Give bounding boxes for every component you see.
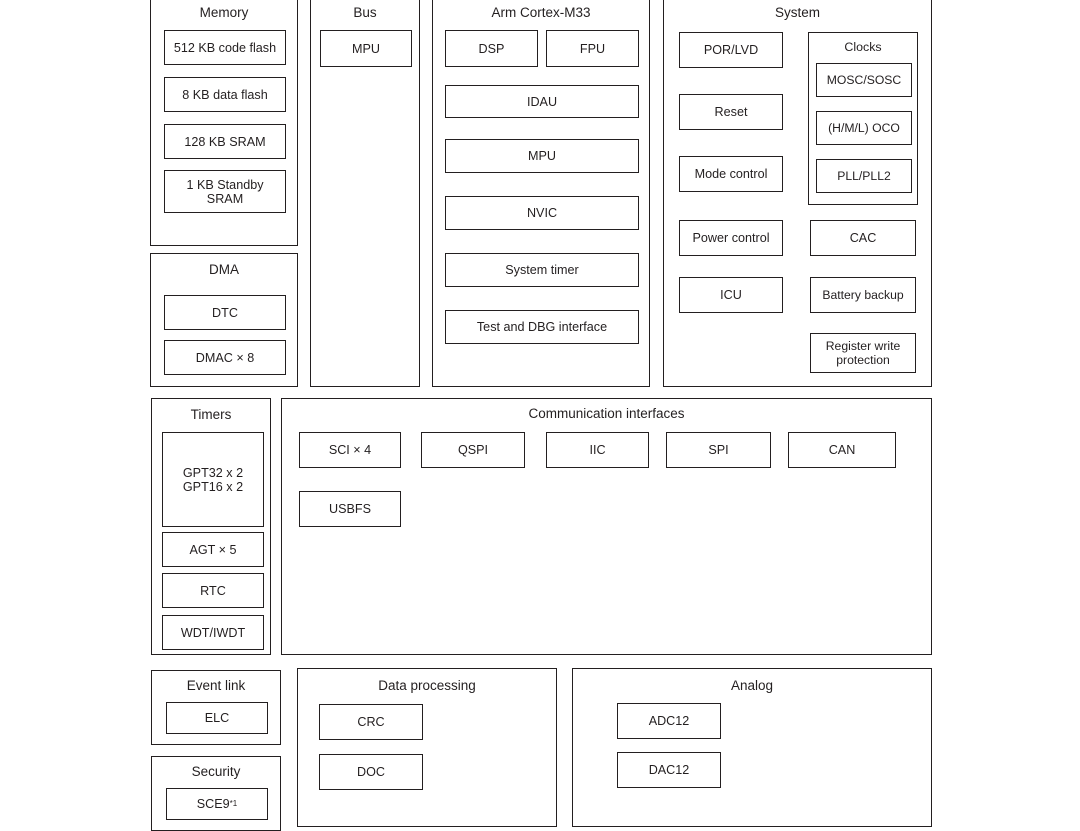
group-title-dma: DMA: [209, 262, 239, 277]
group-security: Security SCE9*1: [151, 756, 281, 831]
group-timers: Timers GPT32 x 2 GPT16 x 2 AGT × 5 RTC W…: [151, 398, 271, 655]
block-wdt-iwdt: WDT/IWDT: [162, 615, 264, 650]
group-data-processing: Data processing CRC DOC: [297, 668, 557, 827]
block-rtc: RTC: [162, 573, 264, 608]
block-fpu: FPU: [546, 30, 639, 67]
group-memory: Memory 512 KB code flash 8 KB data flash…: [150, 0, 298, 246]
block-code-flash: 512 KB code flash: [164, 30, 286, 65]
block-can: CAN: [788, 432, 896, 468]
group-communication-interfaces: Communication interfaces SCI × 4 QSPI II…: [281, 398, 932, 655]
group-system: System POR/LVD Reset Mode control Power …: [663, 0, 932, 387]
group-title-analog: Analog: [730, 678, 774, 693]
block-cac: CAC: [810, 220, 916, 256]
group-title-event-link: Event link: [186, 678, 246, 693]
group-title-security: Security: [191, 764, 241, 779]
block-dmac: DMAC × 8: [164, 340, 286, 375]
block-test-dbg-interface: Test and DBG interface: [445, 310, 639, 344]
group-title-arm-cortex-m33: Arm Cortex-M33: [491, 5, 591, 20]
block-sce9: SCE9*1: [166, 788, 268, 820]
block-power-control: Power control: [679, 220, 783, 256]
block-sci: SCI × 4: [299, 432, 401, 468]
group-title-data-processing: Data processing: [378, 678, 476, 693]
block-icu: ICU: [679, 277, 783, 313]
group-event-link: Event link ELC: [151, 670, 281, 745]
block-dtc: DTC: [164, 295, 286, 330]
block-elc: ELC: [166, 702, 268, 734]
block-data-flash: 8 KB data flash: [164, 77, 286, 112]
block-mode-control: Mode control: [679, 156, 783, 192]
group-title-system: System: [774, 5, 820, 20]
block-usbfs: USBFS: [299, 491, 401, 527]
subgroup-clocks: Clocks MOSC/SOSC (H/M/L) OCO PLL/PLL2: [808, 32, 918, 205]
group-bus: Bus MPU: [310, 0, 420, 387]
block-bus-mpu: MPU: [320, 30, 412, 67]
group-title-memory: Memory: [199, 5, 249, 20]
block-pll-pll2: PLL/PLL2: [816, 159, 912, 193]
block-sce9-label: SCE9: [196, 797, 230, 811]
block-gpt: GPT32 x 2 GPT16 x 2: [162, 432, 264, 527]
block-doc: DOC: [319, 754, 423, 790]
block-nvic: NVIC: [445, 196, 639, 230]
block-crc: CRC: [319, 704, 423, 740]
block-agt: AGT × 5: [162, 532, 264, 567]
group-analog: Analog ADC12 DAC12: [572, 668, 932, 827]
block-sram: 128 KB SRAM: [164, 124, 286, 159]
block-dac12: DAC12: [617, 752, 721, 788]
block-mosc-sosc: MOSC/SOSC: [816, 63, 912, 97]
group-arm-cortex-m33: Arm Cortex-M33 DSP FPU IDAU MPU NVIC Sys…: [432, 0, 650, 387]
block-idau: IDAU: [445, 85, 639, 118]
group-title-timers: Timers: [190, 407, 232, 422]
group-title-communication-interfaces: Communication interfaces: [528, 406, 685, 421]
block-adc12: ADC12: [617, 703, 721, 739]
block-standby-sram: 1 KB Standby SRAM: [164, 170, 286, 213]
block-iic: IIC: [546, 432, 649, 468]
block-core-mpu: MPU: [445, 139, 639, 173]
group-title-bus: Bus: [353, 5, 377, 20]
block-spi: SPI: [666, 432, 771, 468]
block-dsp: DSP: [445, 30, 538, 67]
block-system-timer: System timer: [445, 253, 639, 287]
block-reset: Reset: [679, 94, 783, 130]
group-dma: DMA DTC DMAC × 8: [150, 253, 298, 387]
block-qspi: QSPI: [421, 432, 525, 468]
block-register-write-protection: Register write protection: [810, 333, 916, 373]
subgroup-title-clocks: Clocks: [844, 40, 882, 54]
block-por-lvd: POR/LVD: [679, 32, 783, 68]
block-hml-oco: (H/M/L) OCO: [816, 111, 912, 145]
block-battery-backup: Battery backup: [810, 277, 916, 313]
